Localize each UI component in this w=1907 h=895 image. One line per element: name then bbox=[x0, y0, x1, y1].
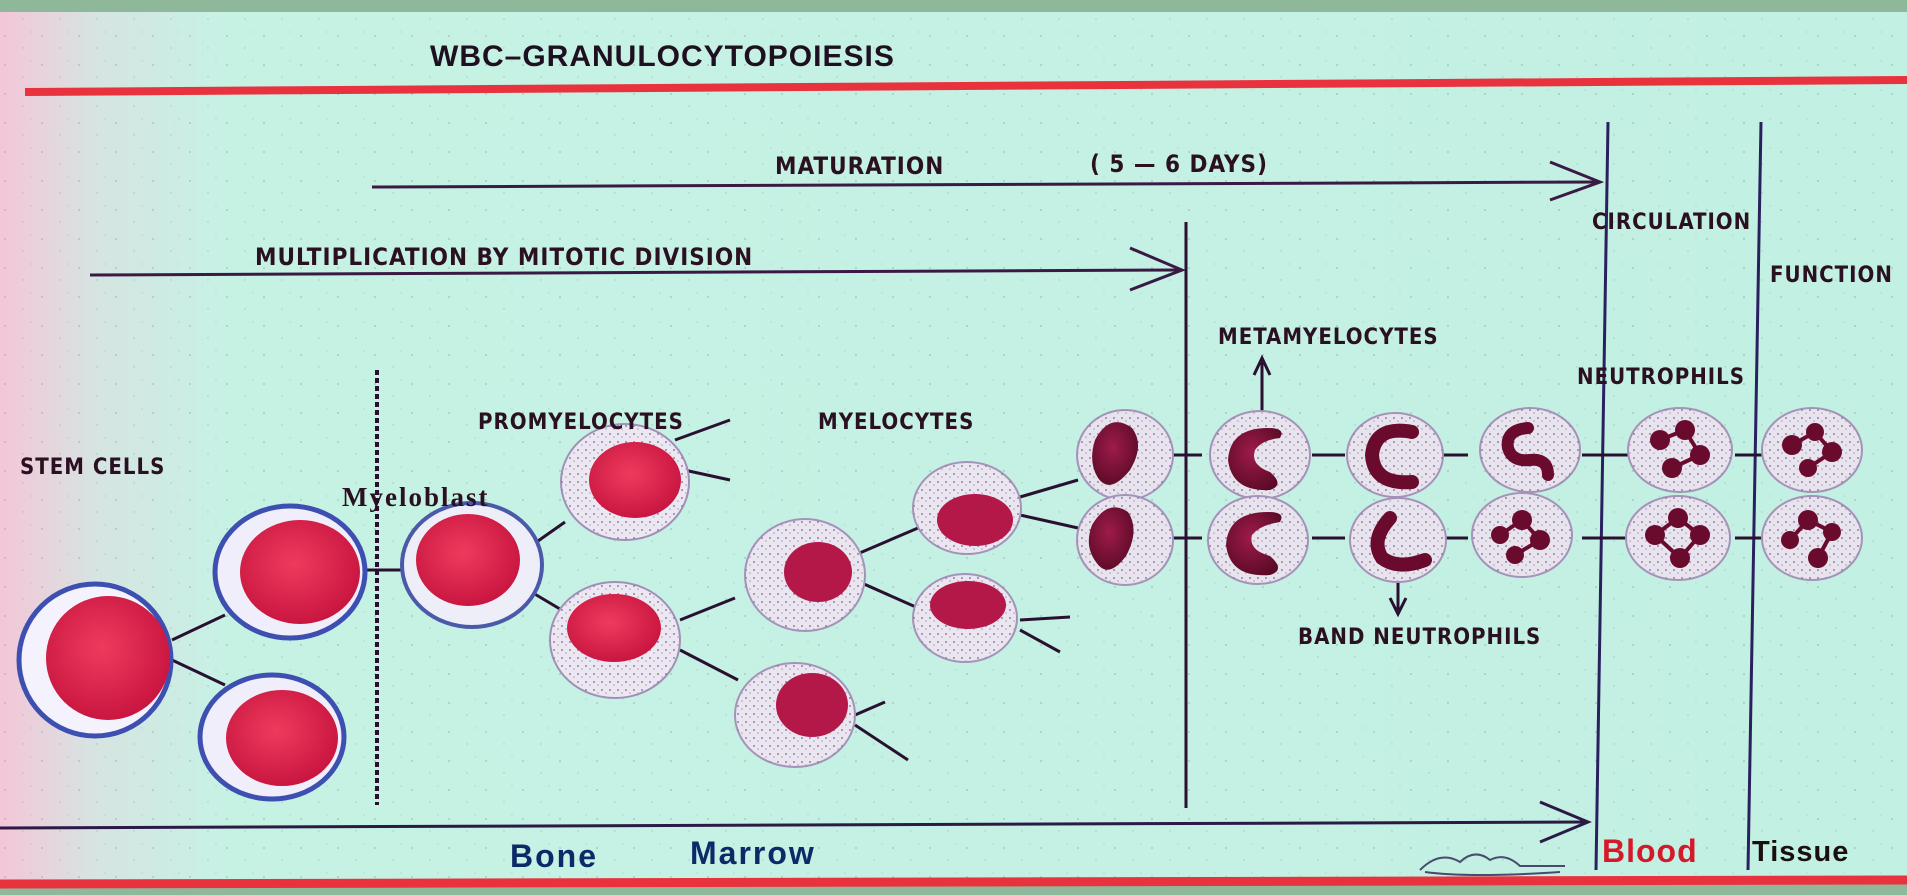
tissue-neutrophil-cell bbox=[1762, 496, 1862, 580]
myelocyte-cell bbox=[745, 519, 865, 631]
promyelocyte-cell bbox=[561, 424, 689, 540]
myelocyte-cell bbox=[913, 574, 1017, 662]
stem-cell bbox=[215, 506, 365, 638]
myelocytes-label: MYELOCYTES bbox=[818, 410, 974, 435]
function-label: FUNCTION bbox=[1770, 263, 1893, 288]
metamyelocytes-label: METAMYELOCYTES bbox=[1218, 325, 1439, 350]
diagram-title: WBC–GRANULOCYTOPOIESIS bbox=[430, 40, 895, 74]
marrow-label: Marrow bbox=[690, 835, 816, 872]
circulation-label: CIRCULATION bbox=[1592, 210, 1751, 235]
promyelocyte-cell bbox=[550, 582, 680, 698]
myelocyte-cell bbox=[1077, 495, 1173, 585]
band-neutrophil-cell bbox=[1347, 413, 1443, 497]
band-neutrophils-label: BAND NEUTROPHILS bbox=[1298, 625, 1541, 650]
tissue-label: Tissue bbox=[1752, 836, 1849, 869]
myelocyte-cell bbox=[913, 462, 1021, 554]
myeloblast-cell bbox=[402, 503, 542, 627]
myeloblast-label: Myeloblast bbox=[342, 482, 490, 513]
blood-label: Blood bbox=[1602, 833, 1698, 870]
metamyelocyte-cell bbox=[1208, 496, 1308, 584]
bone-label: Bone bbox=[510, 838, 598, 875]
tissue-neutrophil-cell bbox=[1762, 408, 1862, 492]
neutrophils-label: NEUTROPHILS bbox=[1577, 365, 1745, 390]
maturation-duration-label: ( 5 — 6 DAYS) bbox=[1090, 150, 1268, 178]
maturation-label: MATURATION bbox=[775, 152, 944, 180]
multiplication-label: MULTIPLICATION BY MITOTIC DIVISION bbox=[255, 243, 753, 271]
segmenting-neutrophil-cell bbox=[1472, 493, 1572, 577]
top-margin bbox=[0, 0, 1907, 12]
myelocyte-cell bbox=[735, 663, 855, 767]
segmenting-neutrophil-cell bbox=[1480, 408, 1580, 492]
bottom-red-rule bbox=[0, 880, 1907, 884]
band-neutrophil-cell bbox=[1350, 498, 1446, 582]
stem-cell bbox=[200, 675, 344, 799]
metamyelocyte-cell bbox=[1210, 411, 1310, 499]
neutrophil-cell bbox=[1628, 408, 1732, 492]
stem-cell bbox=[19, 584, 171, 736]
neutrophil-cell bbox=[1626, 496, 1730, 580]
myelocyte-cell bbox=[1077, 410, 1173, 500]
stem-cells-label: STEM CELLS bbox=[20, 455, 165, 480]
promyelocytes-label: PROMYELOCYTES bbox=[478, 410, 684, 435]
